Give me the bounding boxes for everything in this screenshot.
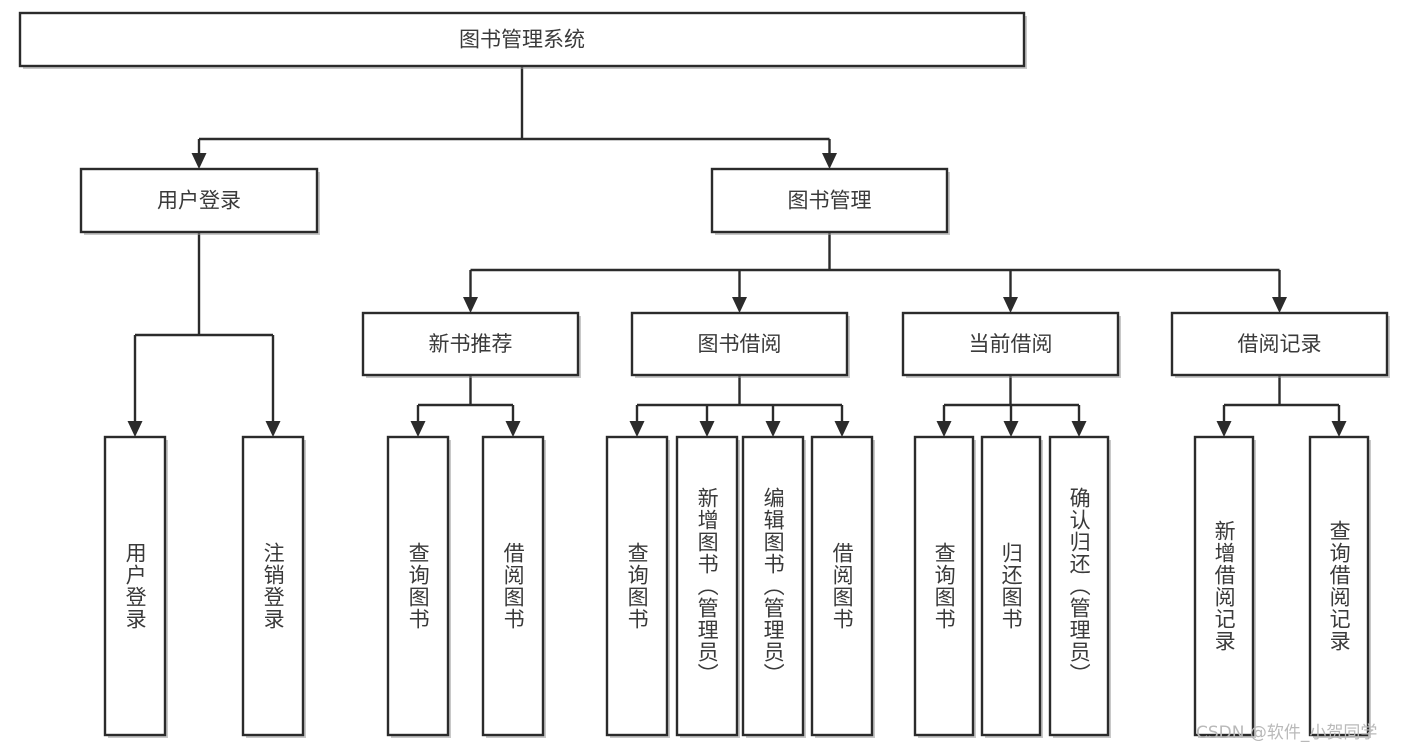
node-box-book-borrow[interactable] bbox=[630, 311, 849, 377]
node-box-leaf-query-record[interactable] bbox=[1308, 435, 1370, 737]
arrow-head-leaf-return-book bbox=[1003, 421, 1019, 437]
arrow-head-user-login bbox=[191, 153, 207, 169]
arrow-head-leaf-query-book-1 bbox=[410, 421, 426, 437]
node-box-leaf-query-book-1[interactable] bbox=[386, 435, 450, 737]
arrow-head-leaf-logout bbox=[265, 421, 281, 437]
arrow-head-book-borrow bbox=[732, 297, 747, 313]
connector-group-user-login bbox=[127, 232, 281, 437]
arrow-head-current-borrow bbox=[1003, 297, 1018, 313]
node-label-book-borrow: 图书借阅 bbox=[698, 332, 782, 356]
arrow-head-leaf-user-login bbox=[127, 421, 143, 437]
arrow-head-leaf-query-record bbox=[1331, 421, 1347, 437]
node-label-root: 图书管理系统 bbox=[459, 28, 585, 52]
connector-group-book-management bbox=[463, 232, 1287, 313]
node-box-leaf-borrow-book-1[interactable] bbox=[481, 435, 545, 737]
node-box-current-borrow[interactable] bbox=[901, 311, 1120, 377]
arrow-head-leaf-borrow-book-1 bbox=[505, 421, 521, 437]
node-box-leaf-add-book[interactable] bbox=[675, 435, 739, 737]
connector-group-new-book-recommend bbox=[410, 375, 521, 437]
node-box-root[interactable] bbox=[18, 11, 1026, 68]
arrow-head-leaf-add-book bbox=[699, 421, 715, 437]
connector-group-root bbox=[191, 66, 837, 169]
arrow-head-leaf-query-book-3 bbox=[936, 421, 952, 437]
node-box-leaf-edit-book[interactable] bbox=[741, 435, 805, 737]
arrow-head-leaf-edit-book bbox=[765, 421, 781, 437]
node-box-leaf-user-login[interactable] bbox=[103, 435, 167, 737]
arrow-head-leaf-add-record bbox=[1216, 421, 1232, 437]
node-box-user-login[interactable] bbox=[79, 167, 319, 234]
node-box-leaf-return-book[interactable] bbox=[980, 435, 1042, 737]
node-boxes-layer bbox=[18, 11, 1390, 738]
node-box-borrow-record[interactable] bbox=[1170, 311, 1389, 377]
node-box-leaf-confirm-return[interactable] bbox=[1048, 435, 1110, 737]
connector-group-borrow-record bbox=[1216, 375, 1347, 437]
node-box-new-book-recommend[interactable] bbox=[361, 311, 580, 377]
node-box-book-management[interactable] bbox=[710, 167, 949, 234]
node-label-borrow-record: 借阅记录 bbox=[1238, 332, 1322, 356]
connectors-layer bbox=[127, 66, 1347, 437]
node-label-book-management: 图书管理 bbox=[788, 189, 872, 213]
arrow-head-borrow-record bbox=[1272, 297, 1287, 313]
node-box-leaf-add-record[interactable] bbox=[1193, 435, 1255, 737]
connector-group-current-borrow bbox=[936, 375, 1087, 437]
arrow-head-leaf-borrow-book-2 bbox=[834, 421, 850, 437]
node-label-current-borrow: 当前借阅 bbox=[969, 332, 1053, 356]
node-box-leaf-query-book-2[interactable] bbox=[605, 435, 669, 737]
node-label-new-book-recommend: 新书推荐 bbox=[429, 332, 513, 356]
node-box-leaf-logout[interactable] bbox=[241, 435, 305, 737]
arrow-head-book-management bbox=[822, 153, 837, 169]
arrow-head-leaf-query-book-2 bbox=[629, 421, 645, 437]
arrow-head-leaf-confirm-return bbox=[1071, 421, 1087, 437]
connector-group-book-borrow bbox=[629, 375, 850, 437]
node-label-user-login: 用户登录 bbox=[157, 189, 241, 213]
node-box-leaf-borrow-book-2[interactable] bbox=[810, 435, 874, 737]
watermark-text: CSDN @软件_小贺同学 bbox=[1196, 723, 1378, 743]
arrow-head-new-book-recommend bbox=[463, 297, 478, 313]
node-box-leaf-query-book-3[interactable] bbox=[913, 435, 975, 737]
